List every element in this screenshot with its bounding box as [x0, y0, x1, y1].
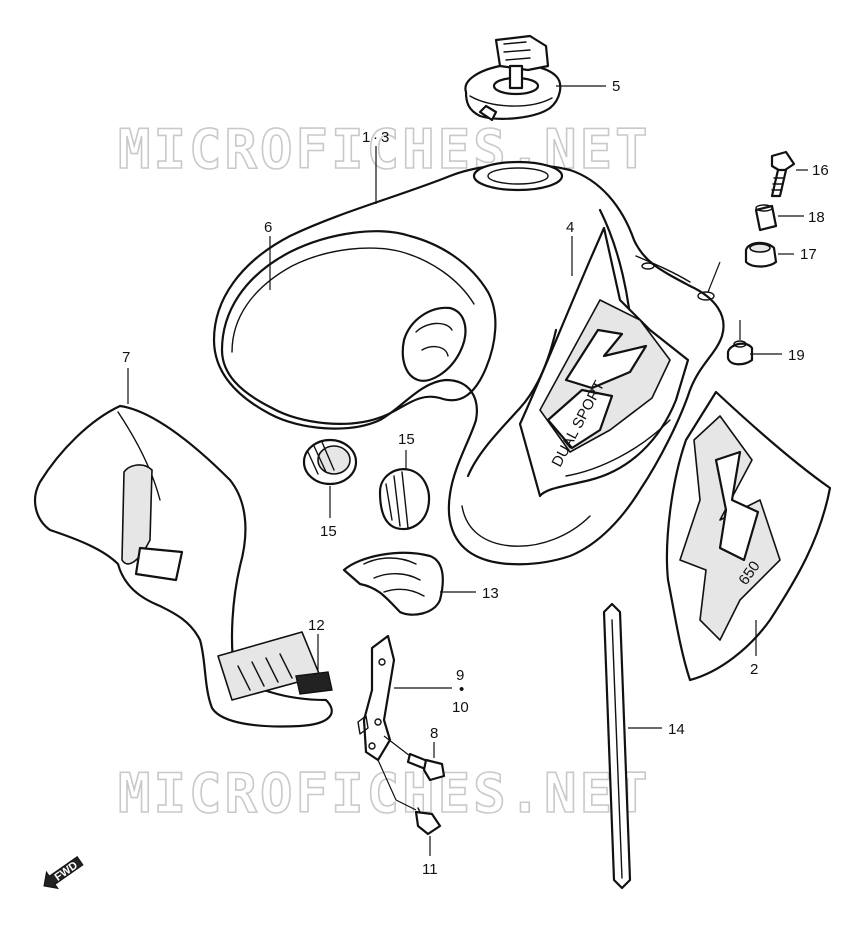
rubber-cushion — [342, 551, 444, 616]
bolt-16 — [770, 150, 796, 198]
watermark-bottom: MICROFICHES.NET — [118, 762, 651, 825]
callout-9: 9 — [456, 667, 464, 684]
pad-12 — [295, 671, 333, 695]
cushion-15-left — [302, 438, 358, 486]
fwd-arrow-icon — [43, 855, 84, 890]
grommet-17 — [744, 241, 778, 268]
watermark-top: MICROFICHES.NET — [118, 118, 651, 181]
bolt-11 — [414, 807, 442, 836]
leader-lines — [127, 85, 808, 856]
callout-9-10-separator: • — [459, 681, 464, 698]
collar-18 — [754, 204, 778, 232]
callout-15-left: 15 — [320, 523, 337, 540]
callout-13: 13 — [482, 585, 499, 602]
bolt-8 — [406, 752, 446, 782]
tank-decal: DUAL SPORT — [518, 226, 690, 498]
callout-19: 19 — [788, 347, 805, 364]
fwd-direction-badge: FWD — [43, 855, 84, 890]
callout-17: 17 — [800, 246, 817, 263]
fuel-cap — [464, 34, 562, 122]
callout-8: 8 — [430, 725, 438, 742]
callout-3: 3 — [381, 129, 389, 146]
callout-5: 5 — [612, 78, 620, 95]
callout-18: 18 — [808, 209, 825, 226]
side-decal: 650 — [665, 390, 832, 682]
callout-16: 16 — [812, 162, 829, 179]
callout-12: 12 — [308, 617, 325, 634]
callouts: 1 · 3 5 6 4 16 18 17 19 7 15 15 13 12 9 … — [122, 78, 829, 878]
callout-4: 4 — [566, 219, 574, 236]
callout-15-right: 15 — [398, 431, 415, 448]
cushion-15-right — [378, 468, 431, 531]
callout-10: 10 — [452, 699, 469, 716]
callout-1-3-separator: · — [373, 129, 378, 146]
bracket — [357, 634, 396, 762]
band-14 — [602, 602, 632, 890]
side-cover — [33, 404, 333, 728]
callout-2: 2 — [750, 661, 758, 678]
callout-1: 1 — [362, 129, 370, 146]
callout-14: 14 — [668, 721, 685, 738]
callout-7: 7 — [122, 349, 130, 366]
cushion-19 — [726, 340, 754, 366]
callout-6: 6 — [264, 219, 272, 236]
callout-11: 11 — [422, 861, 438, 878]
